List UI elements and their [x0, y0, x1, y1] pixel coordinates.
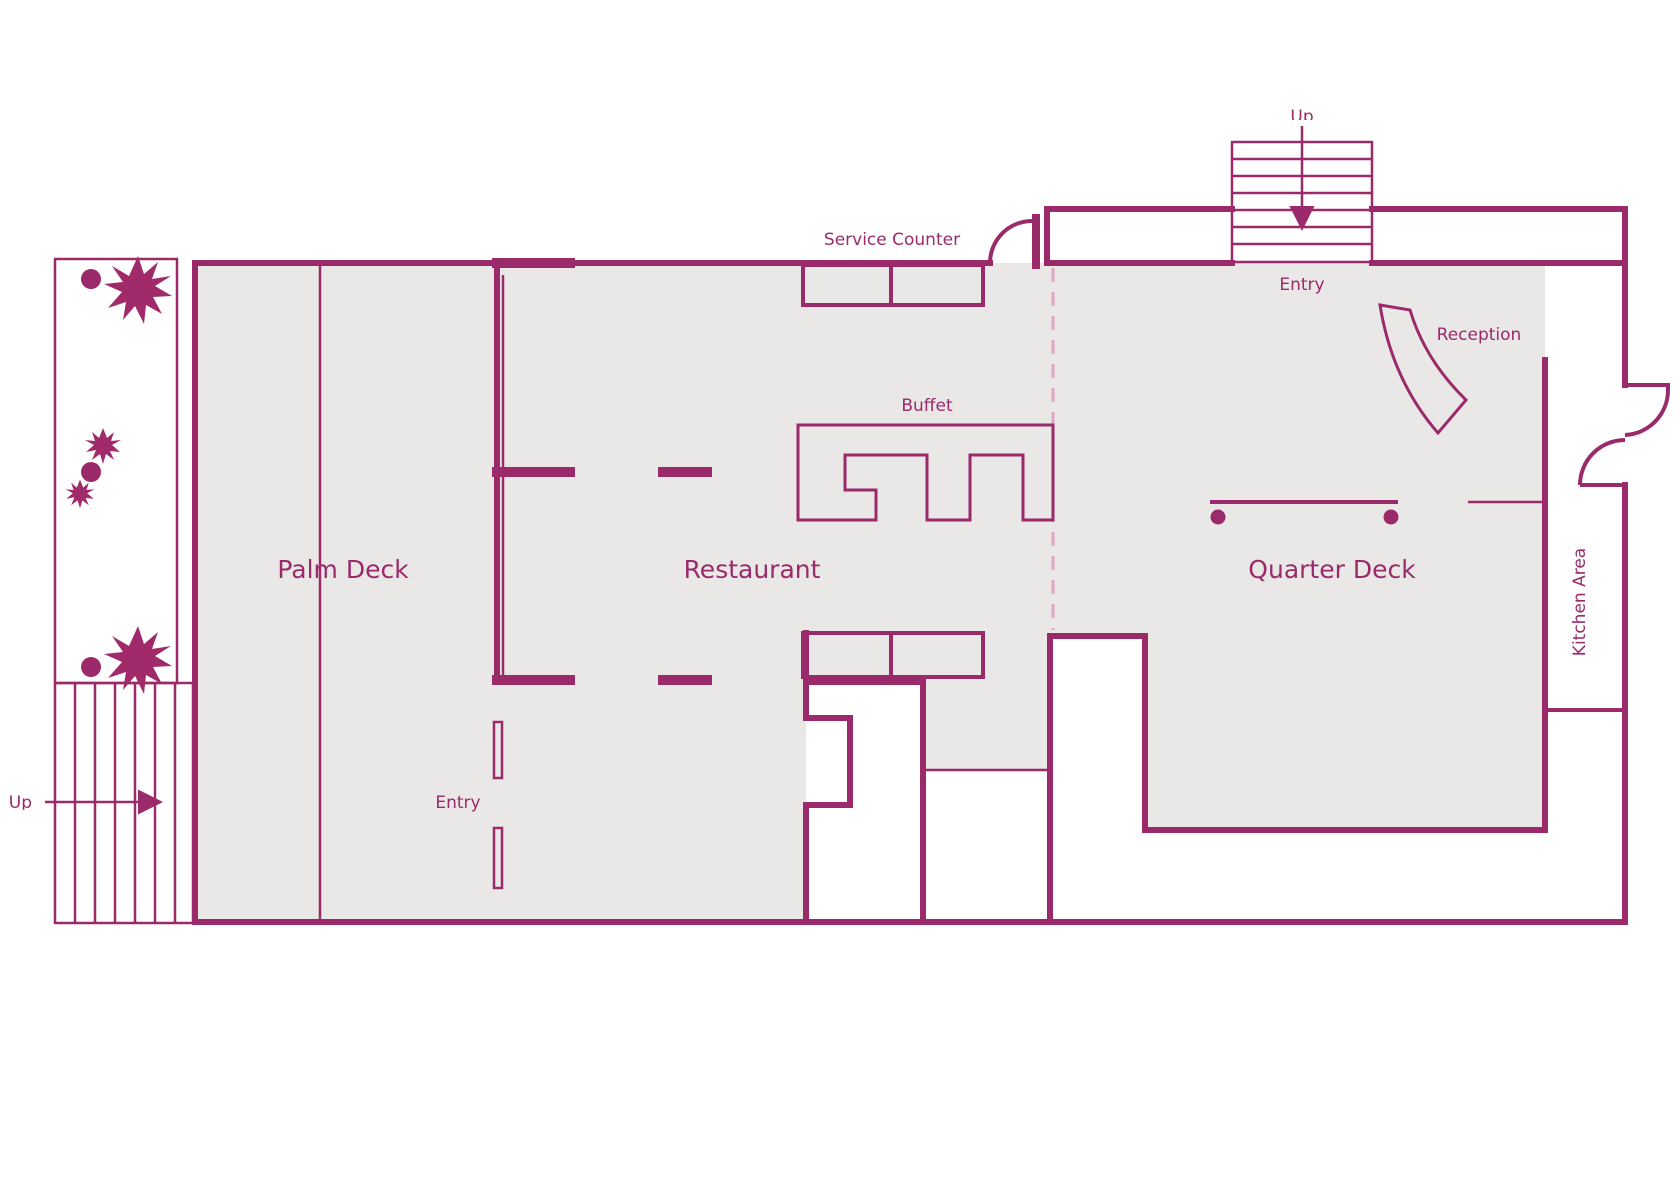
label-reception: Reception — [1437, 325, 1522, 345]
buffet-counter — [796, 423, 1055, 522]
label-stair-top: Up — [1290, 107, 1313, 127]
door-swing-icon — [988, 219, 1671, 486]
label-buffet: Buffet — [901, 396, 953, 416]
restaurant-floor — [495, 263, 1050, 920]
column-icon — [1210, 500, 1399, 525]
label-service-counter: Service Counter — [824, 230, 960, 250]
interior-walls — [318, 214, 1625, 925]
quarter-deck-floor — [1050, 263, 1545, 830]
room-label-quarter-deck: Quarter Deck — [1248, 555, 1416, 584]
palm-deck-floor — [195, 263, 495, 920]
label-stair-left: Up — [9, 793, 32, 813]
room-label-restaurant: Restaurant — [684, 555, 821, 584]
corridor-floor — [925, 640, 1050, 770]
label-entry-top: Entry — [1279, 275, 1324, 295]
label-entry-left: Entry — [435, 793, 480, 813]
plant-icon — [65, 256, 172, 694]
room-label-kitchen-area: Kitchen Area — [1570, 548, 1590, 656]
room-label-palm-deck: Palm Deck — [277, 555, 409, 584]
planter-box — [53, 257, 179, 685]
reception-desk — [1378, 303, 1469, 436]
floor-areas — [195, 263, 1545, 920]
stairs-icon — [1230, 140, 1374, 264]
